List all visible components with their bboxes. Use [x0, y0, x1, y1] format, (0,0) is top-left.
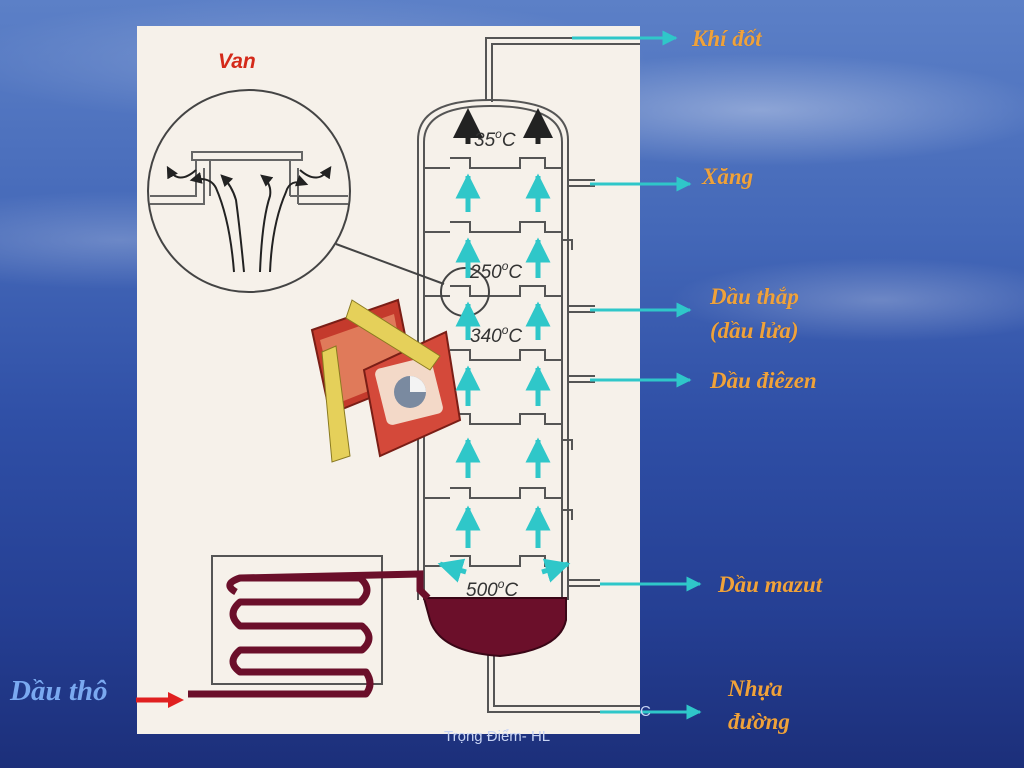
footer-fragment: C: [640, 703, 651, 720]
label-gasoline: Xăng: [702, 164, 754, 189]
footer-text: Trọng Điểm- HL: [444, 728, 551, 745]
product-output-arrows: [572, 30, 702, 720]
presentation-icon: [310, 298, 462, 463]
label-asphalt-line1: Nhựa: [728, 676, 783, 701]
label-kerosene-line2: (dầu lửa): [710, 318, 799, 343]
label-asphalt-line2: đường: [728, 709, 790, 734]
temp-bottom: 500oC: [466, 577, 518, 601]
label-kerosene-line1: Dầu thắp: [710, 284, 799, 309]
column-residue: [422, 597, 567, 658]
crude-oil-label: Dầu thô: [10, 675, 108, 707]
temp-middle: 340oC: [470, 323, 522, 347]
temp-upper: 250oC: [469, 259, 522, 283]
vapor-flow-arrows: [437, 173, 571, 583]
crude-input-arrow: [136, 692, 184, 708]
label-diesel: Dầu điêzen: [710, 368, 817, 393]
furnace: [188, 555, 431, 698]
label-mazut: Dầu mazut: [718, 572, 823, 597]
top-outlet-arrows: [453, 108, 553, 144]
valve-label: Van: [218, 50, 256, 73]
valve-detail: [147, 89, 490, 317]
label-gas: Khí đốt: [692, 26, 762, 51]
distillation-column: [417, 37, 640, 713]
temp-top: 35oC: [474, 127, 516, 151]
